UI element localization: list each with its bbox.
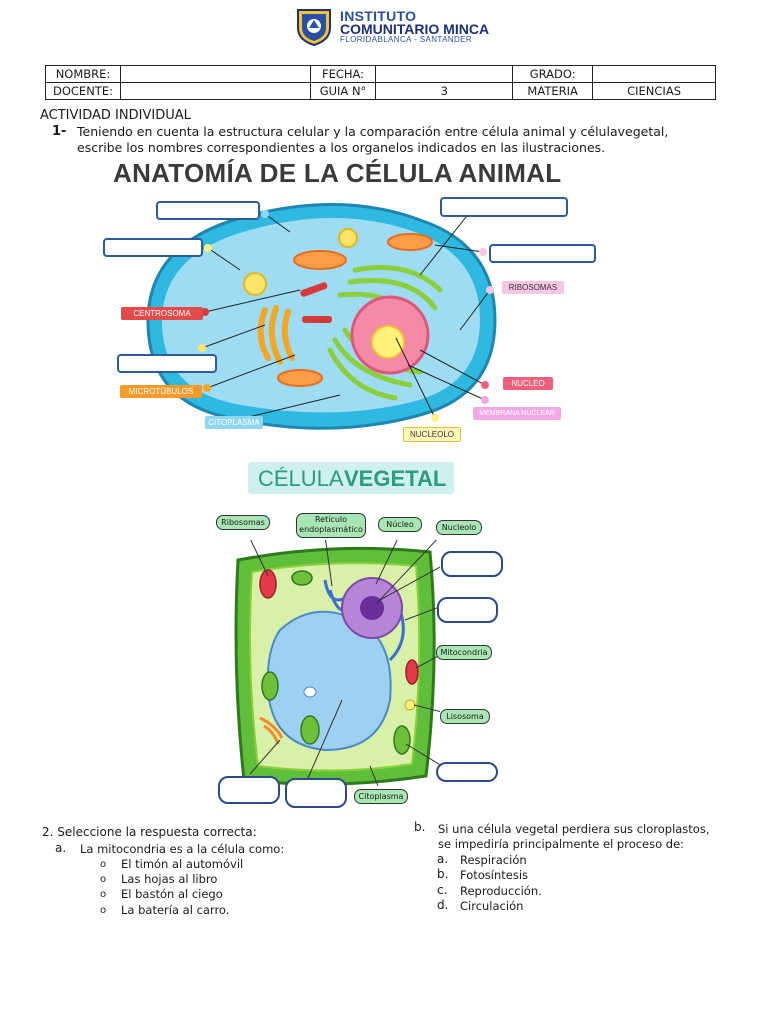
label-plant-ribosomas: Ribosomas [216,515,270,530]
option-bullet: o [100,905,106,916]
option-b-2[interactable]: Fotosíntesis [460,868,528,882]
answer-box-plant-4[interactable] [218,776,280,804]
school-crest-icon [296,6,332,46]
field-docente[interactable] [120,83,310,100]
answer-box-plant-1[interactable] [441,551,503,577]
answer-box-plant-5[interactable] [285,778,347,808]
option-b-4[interactable]: Circulación [460,899,523,913]
lysosome [405,700,415,710]
option-2a-1[interactable]: El timón al automóvil [121,857,243,871]
lysosome [244,273,266,295]
label-plant-reticulo-line1: Retículo [297,515,365,525]
answer-box-animal-1[interactable] [156,201,260,220]
label-plant-reticulo-line2: endoplasmático [297,525,365,535]
label-citoplasma: CITOPLASMA [205,416,263,429]
question1-text-line2: escribe los nombres correspondientes a l… [77,140,605,155]
institute-city: FLORIDABLANCA - SANTANDER [340,35,472,44]
option-2a-2[interactable]: Las hojas al libro [121,872,217,886]
answer-box-plant-3[interactable] [436,762,498,782]
student-info-table: NOMBRE: FECHA: GRADO: DOCENTE: GUIA N° 3… [45,65,716,100]
table-row: DOCENTE: GUIA N° 3 MATERIA CIENCIAS [46,83,716,100]
option-b-letter: b. [437,867,448,881]
question-b-line1: Si una célula vegetal perdiera sus cloro… [438,822,710,836]
label-nucleo: NUCLEO [503,377,553,390]
nucleolus [372,326,404,358]
answer-box-animal-5[interactable] [489,244,596,263]
option-b-letter: d. [437,898,448,912]
answer-box-animal-3[interactable] [117,354,217,373]
value-materia: CIENCIAS [593,83,716,100]
label-centrosoma: CENTROSOMA [121,307,203,320]
label-plant-nucleolo: Nucleolo [436,520,482,535]
question-b-letter: b. [414,820,425,834]
question2a-letter: a. [55,841,66,855]
question-b-line2: se impediría principalmente el proceso d… [438,837,684,851]
label-plant-citoplasma: Citoplasma [354,789,408,804]
option-2a-4[interactable]: La batería al carro. [121,903,229,917]
label-nombre: NOMBRE: [46,66,121,83]
answer-box-animal-2[interactable] [103,238,203,257]
label-ribosomas: RIBOSOMAS [502,281,564,294]
field-fecha[interactable] [376,66,513,83]
question1-text-line1: Teniendo en cuenta la estructura celular… [77,124,668,139]
option-b-letter: a. [437,852,448,866]
question2-title: 2. Seleccione la respuesta correcta: [42,825,257,839]
mitochondrion [294,251,346,269]
plant-cell-title-bold: VEGETAL [344,466,446,492]
chloroplast [301,716,319,744]
plant-cell-diagram [230,540,440,790]
value-guia: 3 [376,83,513,100]
chloroplast [304,687,316,697]
option-2a-3[interactable]: El bastón al ciego [121,887,223,901]
option-b-letter: c. [437,883,447,897]
option-b-1[interactable]: Respiración [460,853,527,867]
question2a-text: La mitocondria es a la célula como: [80,842,284,856]
answer-box-plant-2[interactable] [437,597,498,623]
activity-title: ACTIVIDAD INDIVIDUAL [40,108,191,123]
option-b-3[interactable]: Reproducción. [460,884,542,898]
label-plant-nucleo: Núcleo [378,517,422,532]
centrosome [302,316,332,323]
mitochondrion [388,234,432,250]
label-fecha: FECHA: [310,66,376,83]
label-nucleolo: NUCLEOLO [403,427,461,442]
label-guia: GUIA N° [310,83,376,100]
mitochondrion [260,570,276,598]
chloroplast [262,672,278,700]
chloroplast [394,726,410,754]
animal-cell-title: ANATOMÍA DE LA CÉLULA ANIMAL [113,158,561,189]
label-docente: DOCENTE: [46,83,121,100]
chloroplast [292,571,312,585]
question1-number: 1- [52,124,66,139]
plant-cell-title-light: CÉLULA [258,466,344,492]
field-nombre[interactable] [120,66,310,83]
mitochondrion [278,370,322,386]
label-microtubulos: MICROTÚBULOS [120,385,202,398]
option-bullet: o [100,874,106,885]
field-grado[interactable] [593,66,716,83]
label-materia: MATERIA [513,83,593,100]
lysosome [339,229,357,247]
option-bullet: o [100,889,106,900]
answer-box-animal-4[interactable] [440,197,568,217]
label-plant-lisosoma: Lisosoma [440,709,490,724]
mitochondrion [406,660,418,684]
label-plant-reticulo: Retículo endoplasmático [296,513,366,538]
table-row: NOMBRE: FECHA: GRADO: [46,66,716,83]
label-grado: GRADO: [513,66,593,83]
label-plant-mitocondria: Mitocondria [436,645,492,660]
option-bullet: o [100,859,106,870]
label-membrana-nuclear: MEMBRANA NUCLEAR [473,407,561,420]
